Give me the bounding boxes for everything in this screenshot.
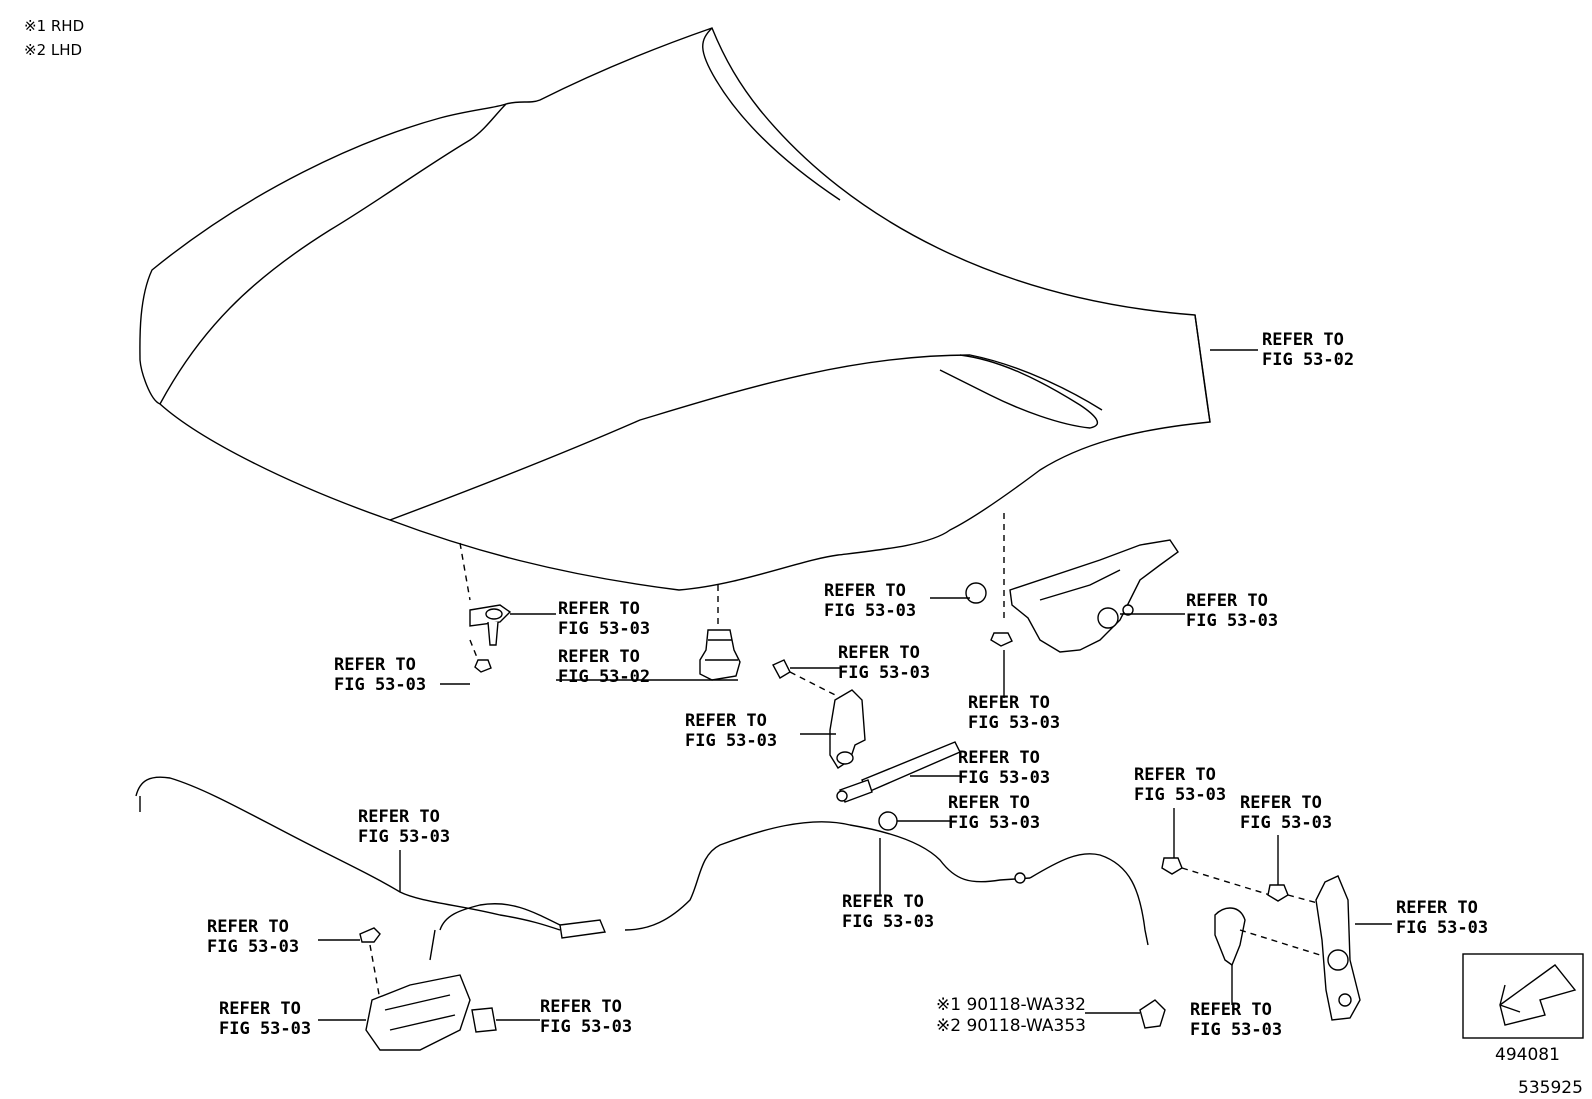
- view-label: 494081: [1495, 1045, 1560, 1065]
- hood-panel: [139, 27, 1211, 591]
- striker: [469, 604, 512, 673]
- hood-support-rod: [836, 741, 961, 831]
- view-arrow-box: [1462, 953, 1584, 1039]
- hood-cushion: [699, 629, 741, 681]
- release-cable: [135, 776, 1149, 961]
- release-lever-assembly: [1161, 857, 1361, 1021]
- leader-lines: [318, 349, 1392, 1021]
- cable-clip: [1139, 999, 1166, 1029]
- striker-bolt-guide-line: [469, 639, 479, 661]
- part-number-lhd: ※2 90118-WA353: [936, 1016, 1086, 1036]
- legend-rhd: ※1 RHD: [24, 17, 84, 35]
- part-number-rhd: ※1 90118-WA332: [936, 995, 1086, 1015]
- figure-id: 535925: [1518, 1078, 1583, 1098]
- hood-hinge: [965, 539, 1179, 653]
- striker-guide-line: [459, 542, 471, 601]
- hood-lock: [359, 927, 497, 1051]
- pop-up-actuator: [772, 659, 866, 769]
- legend-lhd: ※2 LHD: [24, 41, 82, 59]
